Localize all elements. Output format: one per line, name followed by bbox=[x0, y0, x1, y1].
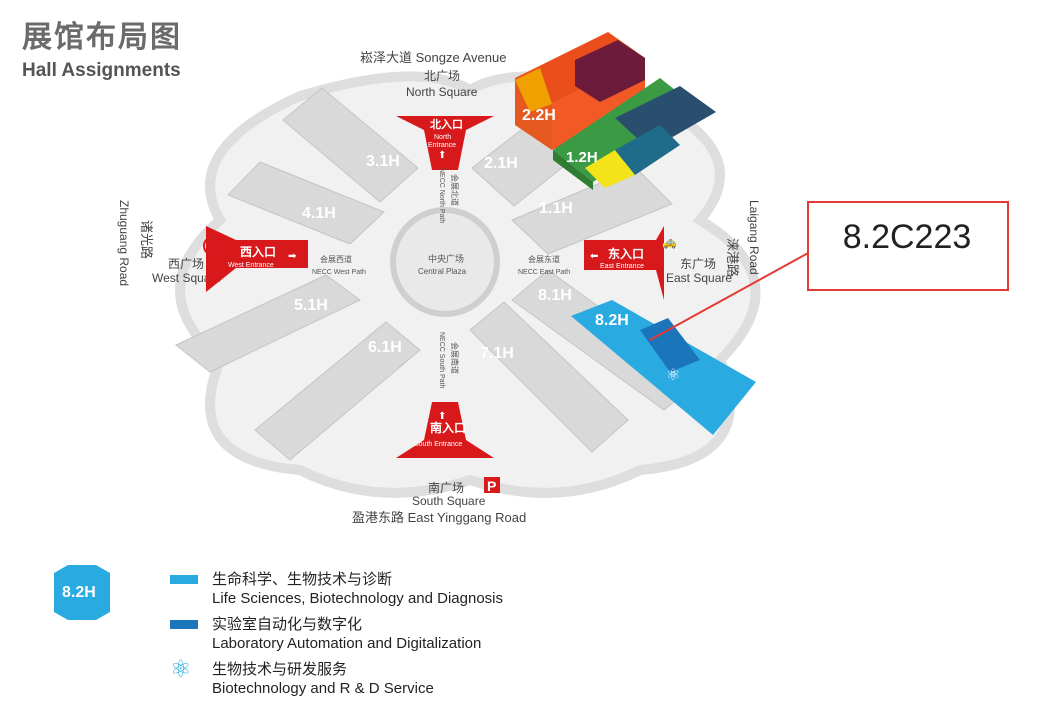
parking-icon bbox=[484, 477, 500, 493]
road-east-zh: 涞港路 bbox=[725, 238, 740, 277]
hall-8-2h[interactable]: ⚛ bbox=[571, 300, 756, 435]
svg-text:South Entrance: South Entrance bbox=[414, 441, 462, 448]
hall-label: 4.1H bbox=[302, 205, 336, 222]
legend-badge-shape bbox=[54, 565, 110, 620]
arrow-left-icon: ⬅ bbox=[590, 251, 598, 262]
square-west-en: West Square bbox=[152, 271, 221, 285]
hall-1-1h[interactable] bbox=[511, 167, 673, 255]
legend-badge-label: 8.2H bbox=[62, 584, 96, 601]
road-west-en: Zhuguang Road bbox=[117, 200, 131, 286]
svg-text:West Entrance: West Entrance bbox=[228, 262, 274, 269]
path-west: 会展西道 bbox=[320, 254, 352, 264]
hall-7-1h[interactable] bbox=[469, 301, 629, 453]
north-entrance[interactable]: 北入口 North Entrance ⬆ bbox=[396, 116, 494, 170]
square-south-en: South Square bbox=[412, 494, 486, 508]
west-entrance[interactable]: 西入口 West Entrance ➡ bbox=[206, 226, 308, 292]
svg-text:北入口: 北入口 bbox=[430, 117, 463, 131]
square-north-en: North Square bbox=[406, 85, 478, 99]
hall-6-1h[interactable] bbox=[254, 321, 421, 461]
hall-label: 8.1H bbox=[538, 287, 572, 304]
parking-label: P bbox=[487, 478, 496, 494]
square-north-zh: 北广场 bbox=[424, 69, 460, 83]
hall-label: 7.1H bbox=[480, 345, 514, 362]
road-south: 盈港东路 East Yinggang Road bbox=[352, 510, 526, 525]
hall-label: 3.1H bbox=[366, 153, 400, 170]
hall-label: 2.2H bbox=[522, 107, 556, 124]
hall-label: 1.1H bbox=[539, 200, 573, 217]
arrow-right-icon: ➡ bbox=[288, 251, 297, 262]
svg-text:Entrance: Entrance bbox=[428, 142, 456, 149]
square-east-en: East Square bbox=[666, 271, 732, 285]
page-title-zh: 展馆布局图 bbox=[22, 20, 182, 55]
path-north-en: NECC North Path bbox=[438, 168, 445, 223]
hall-4-1h[interactable] bbox=[227, 161, 385, 245]
atom-icon: ⚛ bbox=[170, 656, 192, 683]
svg-text:东入口: 东入口 bbox=[608, 246, 644, 261]
svg-text:南入口: 南入口 bbox=[430, 420, 466, 435]
road-west-zh: 诸光路 bbox=[139, 220, 154, 259]
plaza-zh: 中央广场 bbox=[428, 253, 464, 264]
page-title-en: Hall Assignments bbox=[22, 60, 181, 81]
svg-text:西入口: 西入口 bbox=[240, 245, 276, 259]
hall-5-1h[interactable] bbox=[175, 274, 361, 373]
hall-label: 8.2H bbox=[595, 312, 629, 329]
path-west-en: NECC West Path bbox=[312, 269, 366, 276]
booth-callout: 8.2C223 bbox=[842, 218, 972, 256]
path-east-en: NECC East Path bbox=[518, 269, 570, 276]
square-east-zh: 东广场 bbox=[680, 257, 716, 271]
hall-3-1h[interactable] bbox=[282, 87, 419, 203]
hall-label: 6.1H bbox=[368, 339, 402, 356]
callout-box bbox=[807, 201, 1009, 291]
svg-text:North: North bbox=[434, 134, 451, 141]
hall-label: 2.1H bbox=[484, 155, 518, 172]
central-plaza bbox=[390, 207, 500, 317]
atom-icon: ⚛ bbox=[666, 367, 680, 384]
arrow-up-icon: ⬆ bbox=[438, 150, 446, 161]
south-entrance[interactable]: 南入口 South Entrance ⬆ bbox=[396, 402, 494, 458]
hall-label: 1.2H bbox=[566, 149, 598, 166]
hall-2-2h[interactable] bbox=[515, 32, 645, 150]
road-north: 崧泽大道 Songze Avenue bbox=[360, 50, 506, 65]
legend-swatch bbox=[170, 620, 198, 629]
path-south-zh: 会展南道 bbox=[450, 342, 460, 374]
path-south-en: NECC South Path bbox=[438, 332, 445, 389]
callout-line bbox=[649, 251, 811, 341]
legend-swatch bbox=[170, 575, 198, 584]
hall-1-2h[interactable] bbox=[553, 78, 716, 190]
path-east: 会展东道 bbox=[528, 254, 560, 264]
arrow-up-icon: ⬆ bbox=[438, 411, 446, 422]
taxi-icon: 🚕 bbox=[662, 235, 677, 249]
hall-label: 5.1H bbox=[294, 297, 328, 314]
east-entrance[interactable]: 东入口 East Entrance ⬅ bbox=[584, 226, 664, 300]
path-north-zh: 会展北道 bbox=[450, 174, 460, 206]
square-south-zh: 南广场 bbox=[428, 480, 464, 495]
road-east-en: Laigang Road bbox=[747, 200, 761, 275]
svg-text:East Entrance: East Entrance bbox=[600, 263, 644, 270]
square-west-zh: 西广场 bbox=[168, 257, 204, 271]
metro-icon bbox=[203, 236, 223, 256]
plaza-en: Central Plaza bbox=[418, 267, 467, 276]
